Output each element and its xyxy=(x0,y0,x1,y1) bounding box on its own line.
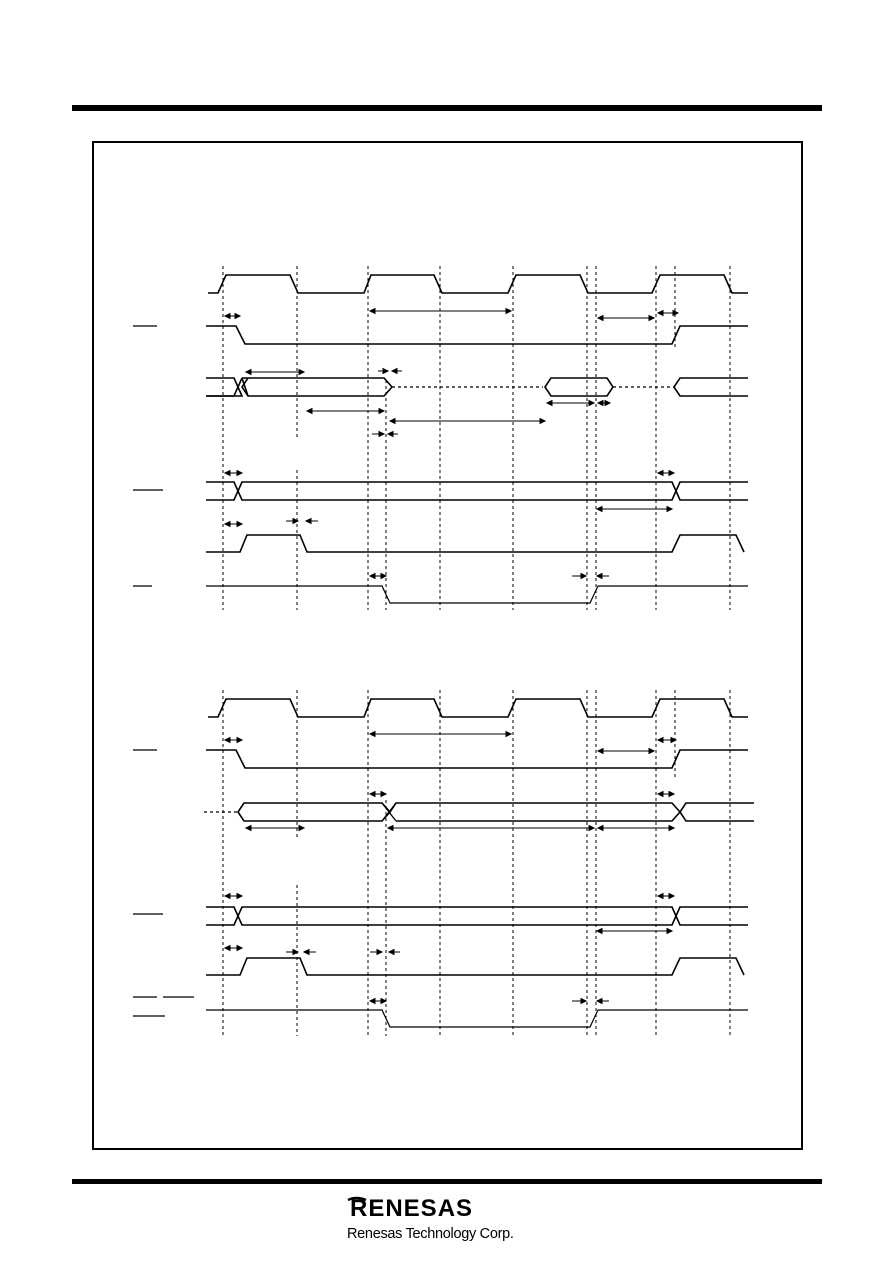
panel-1-clock-waveform xyxy=(208,274,748,294)
arrow-t15 xyxy=(223,520,244,528)
arrow-u11 xyxy=(656,892,676,900)
arrow-t5 xyxy=(244,368,306,376)
renesas-logo-mark xyxy=(347,1196,367,1202)
arrow-u9 xyxy=(596,824,676,832)
arrow-t2 xyxy=(596,314,656,322)
arrow-t4 xyxy=(223,312,242,320)
diagram-frame xyxy=(92,141,803,1150)
arrow-u1 xyxy=(368,730,513,738)
panel-1-data-bus xyxy=(206,377,748,397)
panel-2-signal-b xyxy=(206,906,748,926)
bottom-rule xyxy=(72,1179,822,1184)
arrow-u15 xyxy=(370,948,400,956)
arrow-u14 xyxy=(286,948,316,956)
arrow-u16 xyxy=(368,997,388,1005)
arrow-u8 xyxy=(386,824,596,832)
panel-2-signal-d xyxy=(206,1009,748,1028)
panel-1-timing-arrows xyxy=(223,307,680,580)
top-rule xyxy=(72,105,822,111)
panel-1-signal-c xyxy=(206,534,745,553)
panel-2-data-bus xyxy=(204,802,754,822)
arrow-t11 xyxy=(372,430,398,438)
arrow-t18 xyxy=(572,572,609,580)
arrow-u6 xyxy=(656,790,676,798)
renesas-logo: RENESAS Renesas Technology Corp. xyxy=(346,1196,546,1248)
arrow-u13 xyxy=(223,944,244,952)
panel-2-signal-c xyxy=(206,957,745,976)
panel-1-signal-a xyxy=(206,325,748,345)
arrow-t3 xyxy=(656,309,680,317)
arrow-u2 xyxy=(596,747,656,755)
arrow-u17 xyxy=(572,997,609,1005)
timing-panel-1 xyxy=(133,266,748,610)
panel-1-label-marks xyxy=(133,325,163,587)
arrow-t1 xyxy=(368,307,513,315)
panel-2-clock-waveform xyxy=(208,698,748,718)
arrow-t13 xyxy=(656,469,676,477)
company-name: Renesas Technology Corp. xyxy=(347,1226,514,1242)
timing-panel-2 xyxy=(133,690,754,1036)
panel-1-reference-lines xyxy=(222,266,731,610)
arrow-u3 xyxy=(656,736,678,744)
arrow-t10 xyxy=(596,399,612,407)
panel-2-label-marks xyxy=(133,749,194,1017)
arrow-t14 xyxy=(595,505,674,513)
panel-1-signal-d xyxy=(206,585,748,604)
arrow-t9 xyxy=(545,399,596,407)
arrow-u10 xyxy=(223,892,244,900)
arrow-t17 xyxy=(368,572,388,580)
arrow-u7 xyxy=(244,824,306,832)
arrow-t12 xyxy=(223,469,244,477)
arrow-u12 xyxy=(595,927,674,935)
panel-2-timing-arrows xyxy=(223,730,678,1005)
arrow-u5 xyxy=(368,790,388,798)
arrow-t6 xyxy=(378,367,402,375)
panel-2-reference-lines xyxy=(222,690,731,1036)
panel-2-signal-a xyxy=(206,749,748,769)
arrow-u4 xyxy=(223,736,244,744)
arrow-t16 xyxy=(286,517,318,525)
logo-wordmark: RENESAS xyxy=(350,1195,474,1222)
arrow-t8 xyxy=(388,417,547,425)
arrow-t7 xyxy=(305,407,386,415)
panel-1-signal-b xyxy=(206,481,748,501)
